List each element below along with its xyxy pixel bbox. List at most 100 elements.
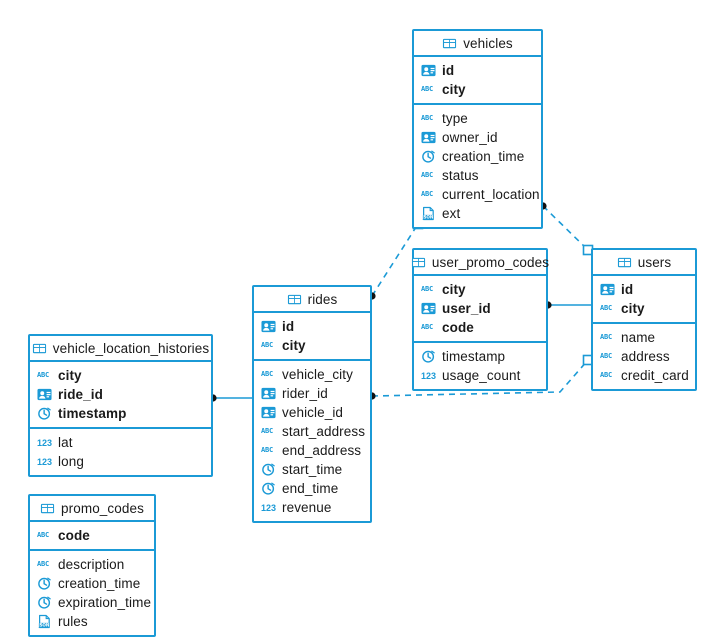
column-name: address xyxy=(621,349,670,364)
column-name: start_time xyxy=(282,462,343,477)
table-icon xyxy=(40,501,55,516)
column-name: city xyxy=(621,301,645,316)
column-name: id xyxy=(442,63,455,78)
column-row[interactable]: rider_id xyxy=(254,384,370,403)
relationship-upc-users[interactable] xyxy=(544,301,591,309)
column-name: owner_id xyxy=(442,130,498,145)
column-name: vehicle_id xyxy=(282,405,344,420)
column-name: creation_time xyxy=(58,576,141,591)
clock-icon xyxy=(421,149,436,164)
entity-header-user_promo_codes[interactable]: user_promo_codes xyxy=(411,250,549,276)
column-name: rider_id xyxy=(282,386,328,401)
entity-title: users xyxy=(637,254,672,270)
entity-header-rides[interactable]: rides xyxy=(254,287,370,313)
abc-icon: ABC xyxy=(600,352,613,360)
relationship-vehicles-users[interactable] xyxy=(539,202,594,256)
column-name: city xyxy=(442,282,466,297)
entity-header-promo_codes[interactable]: promo_codes xyxy=(30,496,154,522)
column-row[interactable]: timestamp xyxy=(414,347,546,366)
column-row[interactable]: ABC address xyxy=(593,347,695,366)
number-icon: 123 xyxy=(261,503,277,513)
abc-icon: ABC xyxy=(421,85,434,93)
abc-icon: ABC xyxy=(37,531,50,539)
column-row[interactable]: ABC end_address xyxy=(254,441,370,460)
entity-header-vehicle_location_histories[interactable]: vehicle_location_histories xyxy=(30,336,211,362)
key-person-icon xyxy=(261,405,276,420)
column-name: code xyxy=(58,528,90,543)
column-row[interactable]: id xyxy=(593,280,695,299)
abc-icon: ABC xyxy=(600,304,613,312)
column-row[interactable]: user_id xyxy=(414,299,546,318)
column-name: description xyxy=(58,557,125,572)
key-person-icon xyxy=(37,387,52,402)
column-name: ext xyxy=(442,206,461,221)
column-row[interactable]: id xyxy=(254,317,370,336)
table-icon xyxy=(411,255,426,270)
column-name: name xyxy=(621,330,656,345)
clock-icon xyxy=(37,595,52,610)
relationship-vlh-rides[interactable] xyxy=(209,394,252,402)
column-row[interactable]: ride_id xyxy=(30,385,211,404)
clock-icon xyxy=(37,406,52,421)
column-row[interactable]: ABC city xyxy=(593,299,695,318)
clock-icon xyxy=(421,349,436,364)
relationship-line xyxy=(542,205,589,251)
svg-text:JSON: JSON xyxy=(37,623,50,628)
entity-header-users[interactable]: users xyxy=(593,250,695,276)
column-name: long xyxy=(58,454,84,469)
column-row[interactable]: owner_id xyxy=(414,128,541,147)
column-row[interactable]: id xyxy=(414,61,541,80)
column-row[interactable]: JSON ext xyxy=(414,204,541,223)
key-person-icon xyxy=(600,282,615,297)
column-name: end_address xyxy=(282,443,362,458)
column-row[interactable]: start_time xyxy=(254,460,370,479)
entity-title: rides xyxy=(307,291,338,307)
abc-icon: ABC xyxy=(261,446,274,454)
column-row[interactable]: vehicle_id xyxy=(254,403,370,422)
column-name: city xyxy=(58,368,82,383)
column-name: end_time xyxy=(282,481,339,496)
column-name: current_location xyxy=(442,187,540,202)
column-row[interactable]: ABC city xyxy=(30,366,211,385)
entity-header-vehicles[interactable]: vehicles xyxy=(414,31,541,57)
json-icon: JSON xyxy=(421,206,436,221)
column-row[interactable]: creation_time xyxy=(414,147,541,166)
column-name: user_id xyxy=(442,301,491,316)
column-name: id xyxy=(621,282,634,297)
column-row[interactable]: expiration_time xyxy=(30,593,154,612)
abc-icon: ABC xyxy=(37,371,50,379)
column-row[interactable]: end_time xyxy=(254,479,370,498)
column-row[interactable]: creation_time xyxy=(30,574,154,593)
column-row[interactable]: timestamp xyxy=(30,404,211,423)
column-row[interactable]: ABC code xyxy=(30,526,154,545)
json-icon: JSON xyxy=(37,614,52,629)
